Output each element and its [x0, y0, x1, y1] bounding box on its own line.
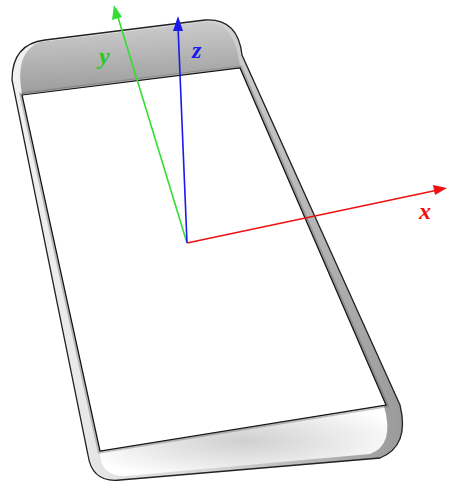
- z-axis: [178, 26, 187, 243]
- z-arrowhead: [173, 16, 183, 31]
- y-axis: [117, 14, 187, 243]
- y-arrowhead: [112, 5, 122, 20]
- phone-screen: [22, 68, 386, 451]
- axis-label: x: [418, 199, 432, 223]
- axis-label: z: [191, 38, 202, 62]
- axis-label: y: [98, 44, 111, 68]
- phone-body: [12, 20, 403, 480]
- phone-screen-edge: [22, 68, 386, 451]
- x-arrowhead: [433, 185, 447, 195]
- x-axis: [187, 190, 438, 243]
- axes: [112, 5, 447, 243]
